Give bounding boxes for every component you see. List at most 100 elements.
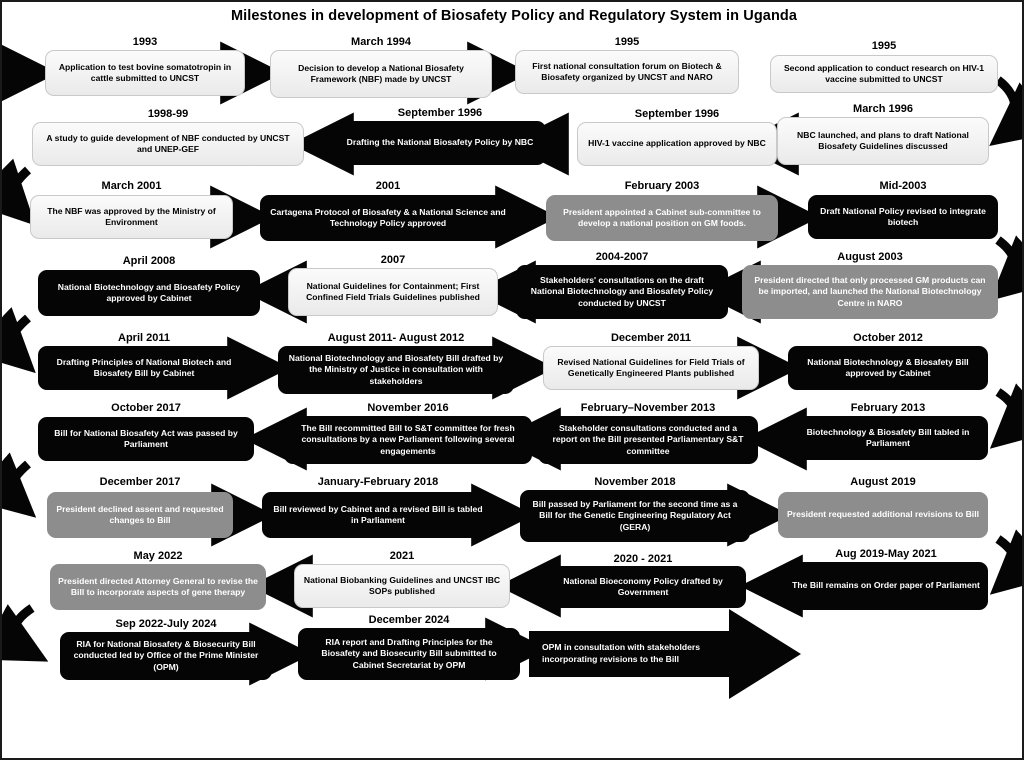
- milestone-node[interactable]: President appointed a Cabinet sub-commit…: [546, 195, 778, 241]
- milestone-text: The NBF was approved by the Ministry of …: [47, 205, 216, 227]
- milestone-text: Drafting Principles of National Biotech …: [56, 356, 232, 378]
- milestone-text: RIA for National Biosafety & Biosecurity…: [73, 638, 259, 672]
- milestone-node[interactable]: NBC launched, and plans to draft Nationa…: [777, 117, 989, 165]
- milestone-node[interactable]: President declined assent and requested …: [47, 492, 233, 538]
- milestone-node[interactable]: The Bill recommitted Bill to S&T committ…: [284, 416, 532, 464]
- milestone-node[interactable]: HIV-1 vaccine application approved by NB…: [577, 122, 777, 166]
- milestone-node[interactable]: Bill for National Biosafety Act was pass…: [38, 417, 254, 461]
- milestone-node[interactable]: National Bioeconomy Policy drafted by Go…: [540, 566, 746, 608]
- milestone-node[interactable]: The Bill remains on Order paper of Parli…: [784, 562, 988, 610]
- date-label: December 2024: [368, 614, 450, 626]
- milestone-node[interactable]: Revised National Guidelines for Field Tr…: [543, 346, 759, 390]
- milestone-text: Revised National Guidelines for Field Tr…: [557, 356, 745, 378]
- milestone-node[interactable]: First national consultation forum on Bio…: [515, 50, 739, 94]
- date-label: 1993: [132, 36, 158, 48]
- date-label: 1995: [614, 36, 640, 48]
- date-label: May 2022: [133, 550, 183, 562]
- milestone-text: President directed Attorney General to r…: [58, 575, 258, 597]
- milestone-text: The Bill recommitted Bill to S&T committ…: [301, 422, 515, 456]
- date-label: August 2019: [850, 476, 916, 488]
- milestone-text: Stakeholders' consultations on the draft…: [530, 274, 714, 308]
- milestone-node[interactable]: RIA for National Biosafety & Biosecurity…: [60, 632, 272, 680]
- milestone-text: National Biotechnology & Biosafety Bill …: [807, 356, 969, 378]
- milestone-text: Bill passed by Parliament for the second…: [532, 498, 738, 532]
- date-label: March 2001: [101, 180, 162, 192]
- date-label: 2021: [389, 550, 415, 562]
- date-label: October 2012: [853, 332, 923, 344]
- milestone-text: National Biotechnology and Biosafety Pol…: [57, 281, 241, 303]
- milestone-node[interactable]: Bill reviewed by Cabinet and a revised B…: [262, 492, 494, 538]
- date-label: November 2016: [367, 402, 449, 414]
- date-label: 2001: [375, 180, 401, 192]
- milestone-node[interactable]: A study to guide development of NBF cond…: [32, 122, 304, 166]
- milestone-text: Decision to develop a National Biosafety…: [298, 62, 464, 84]
- milestone-text: President requested additional revisions…: [787, 509, 979, 520]
- milestone-text: National Biotechnology and Biosafety Bil…: [288, 352, 504, 386]
- milestone-node[interactable]: RIA report and Drafting Principles for t…: [298, 628, 520, 680]
- milestone-node[interactable]: National Biobanking Guidelines and UNCST…: [294, 564, 510, 608]
- milestone-node[interactable]: National Biotechnology and Biosafety Bil…: [278, 346, 514, 394]
- date-label: April 2008: [122, 255, 176, 267]
- milestone-text: Bill for National Biosafety Act was pass…: [54, 427, 238, 449]
- milestone-node[interactable]: President requested additional revisions…: [778, 492, 988, 538]
- milestone-text: National Bioeconomy Policy drafted by Go…: [563, 575, 723, 597]
- milestone-text: National Biobanking Guidelines and UNCST…: [303, 574, 501, 596]
- milestone-node[interactable]: Drafting Principles of National Biotech …: [38, 346, 250, 390]
- milestone-text: President appointed a Cabinet sub-commit…: [563, 206, 761, 228]
- date-label: 2007: [380, 254, 406, 266]
- date-label: October 2017: [111, 402, 181, 414]
- date-label: 2020 - 2021: [613, 553, 673, 565]
- milestone-node[interactable]: Stakeholder consultations conducted and …: [538, 416, 758, 464]
- date-label: March 1996: [853, 103, 913, 115]
- date-label: March 1994: [351, 36, 411, 48]
- milestone-node[interactable]: Stakeholders' consultations on the draft…: [516, 265, 728, 319]
- milestone-node[interactable]: Application to test bovine somatotropin …: [45, 50, 245, 96]
- milestone-text: Cartagena Protocol of Biosafety & a Nati…: [270, 206, 506, 228]
- milestone-text: Biotechnology & Biosafety Bill tabled in…: [806, 426, 970, 448]
- milestone-text: Bill reviewed by Cabinet and a revised B…: [273, 503, 483, 525]
- milestone-text: National Guidelines for Containment; Fir…: [306, 280, 480, 302]
- date-label: December 2011: [610, 332, 692, 344]
- date-label: November 2018: [594, 476, 676, 488]
- milestone-node[interactable]: National Biotechnology and Biosafety Pol…: [38, 270, 260, 316]
- date-label: February–November 2013: [580, 402, 716, 414]
- milestone-text: The Bill remains on Order paper of Parli…: [792, 580, 980, 591]
- milestone-node[interactable]: The NBF was approved by the Ministry of …: [30, 195, 233, 239]
- milestone-text: Draft National Policy revised to integra…: [820, 205, 986, 227]
- date-label: Aug 2019-May 2021: [835, 548, 937, 560]
- milestone-text: NBC launched, and plans to draft Nationa…: [797, 129, 969, 151]
- milestone-text: First national consultation forum on Bio…: [532, 60, 722, 82]
- date-label: 1995: [871, 40, 897, 52]
- milestone-node[interactable]: President directed that only processed G…: [742, 265, 998, 319]
- date-label: January-February 2018: [317, 476, 439, 488]
- milestone-text: HIV-1 vaccine application approved by NB…: [588, 138, 766, 149]
- milestone-text: OPM in consultation with stakeholders in…: [542, 642, 701, 664]
- terminal-arrow-label: OPM in consultation with stakeholders in…: [542, 634, 742, 674]
- milestone-node[interactable]: National Guidelines for Containment; Fir…: [288, 268, 498, 316]
- page-title: Milestones in development of Biosafety P…: [230, 8, 798, 24]
- milestone-node[interactable]: Biotechnology & Biosafety Bill tabled in…: [788, 416, 988, 460]
- milestone-node[interactable]: Cartagena Protocol of Biosafety & a Nati…: [260, 195, 516, 241]
- milestone-text: Stakeholder consultations conducted and …: [552, 422, 744, 456]
- date-label: August 2003: [837, 251, 903, 263]
- date-label: Sep 2022-July 2024: [115, 618, 217, 630]
- date-label: February 2013: [850, 402, 926, 414]
- milestone-node[interactable]: Bill passed by Parliament for the second…: [520, 490, 750, 542]
- date-label: April 2011: [118, 332, 170, 344]
- date-label: 1998-99: [147, 108, 189, 120]
- milestone-node[interactable]: Decision to develop a National Biosafety…: [270, 50, 492, 98]
- milestone-node[interactable]: Second application to conduct research o…: [770, 55, 998, 93]
- date-label: 2004-2007: [595, 251, 649, 263]
- milestone-node[interactable]: Drafting the National Biosafety Policy b…: [334, 121, 546, 165]
- milestone-text: Second application to conduct research o…: [783, 62, 985, 84]
- milestone-node[interactable]: National Biotechnology & Biosafety Bill …: [788, 346, 988, 390]
- milestone-node[interactable]: Draft National Policy revised to integra…: [808, 195, 998, 239]
- date-label: February 2003: [624, 180, 700, 192]
- milestone-text: RIA report and Drafting Principles for t…: [321, 636, 497, 670]
- date-label: August 2011- August 2012: [327, 332, 465, 344]
- milestone-node[interactable]: President directed Attorney General to r…: [50, 564, 266, 610]
- date-label: December 2017: [99, 476, 181, 488]
- date-label: Mid-2003: [879, 180, 927, 192]
- date-label: September 1996: [397, 107, 483, 119]
